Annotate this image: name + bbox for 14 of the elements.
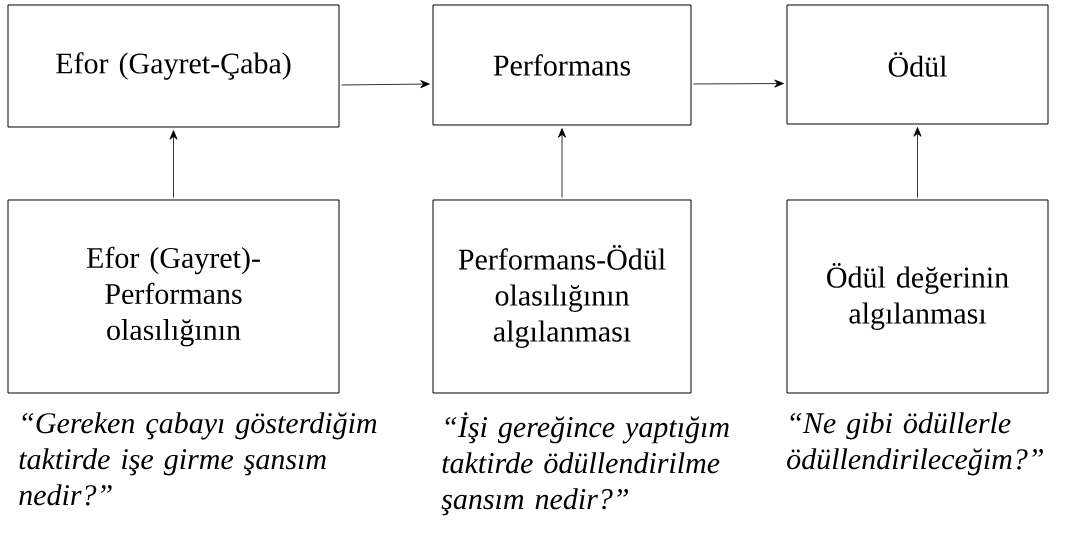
process-box: Ödül değerinin algılanması bbox=[786, 199, 1049, 394]
arrow bbox=[558, 128, 566, 198]
process-box: Performans bbox=[432, 4, 692, 126]
process-box: Efor (Gayret-Çaba) bbox=[7, 4, 340, 128]
arrow bbox=[169, 130, 178, 198]
arrow bbox=[341, 80, 430, 89]
quote-text: “Gereken çabayı gösterdiğim taktirde işe girme şansım nedir?” bbox=[19, 412, 377, 506]
process-box: Performans-Ödül olasılığının algılanması bbox=[432, 199, 692, 394]
arrow bbox=[693, 79, 784, 88]
quote-text: “Ne gibi ödüllerle ödüllendirileceğim?” bbox=[787, 412, 1043, 476]
quote-text: “İşi gereğince yaptığım taktirde ödüllendirilme şansım nedir?” bbox=[441, 412, 729, 516]
arrow bbox=[913, 127, 922, 198]
process-box: Efor (Gayret)- Performans olasılığının bbox=[7, 199, 340, 394]
process-box: Ödül bbox=[786, 4, 1049, 125]
